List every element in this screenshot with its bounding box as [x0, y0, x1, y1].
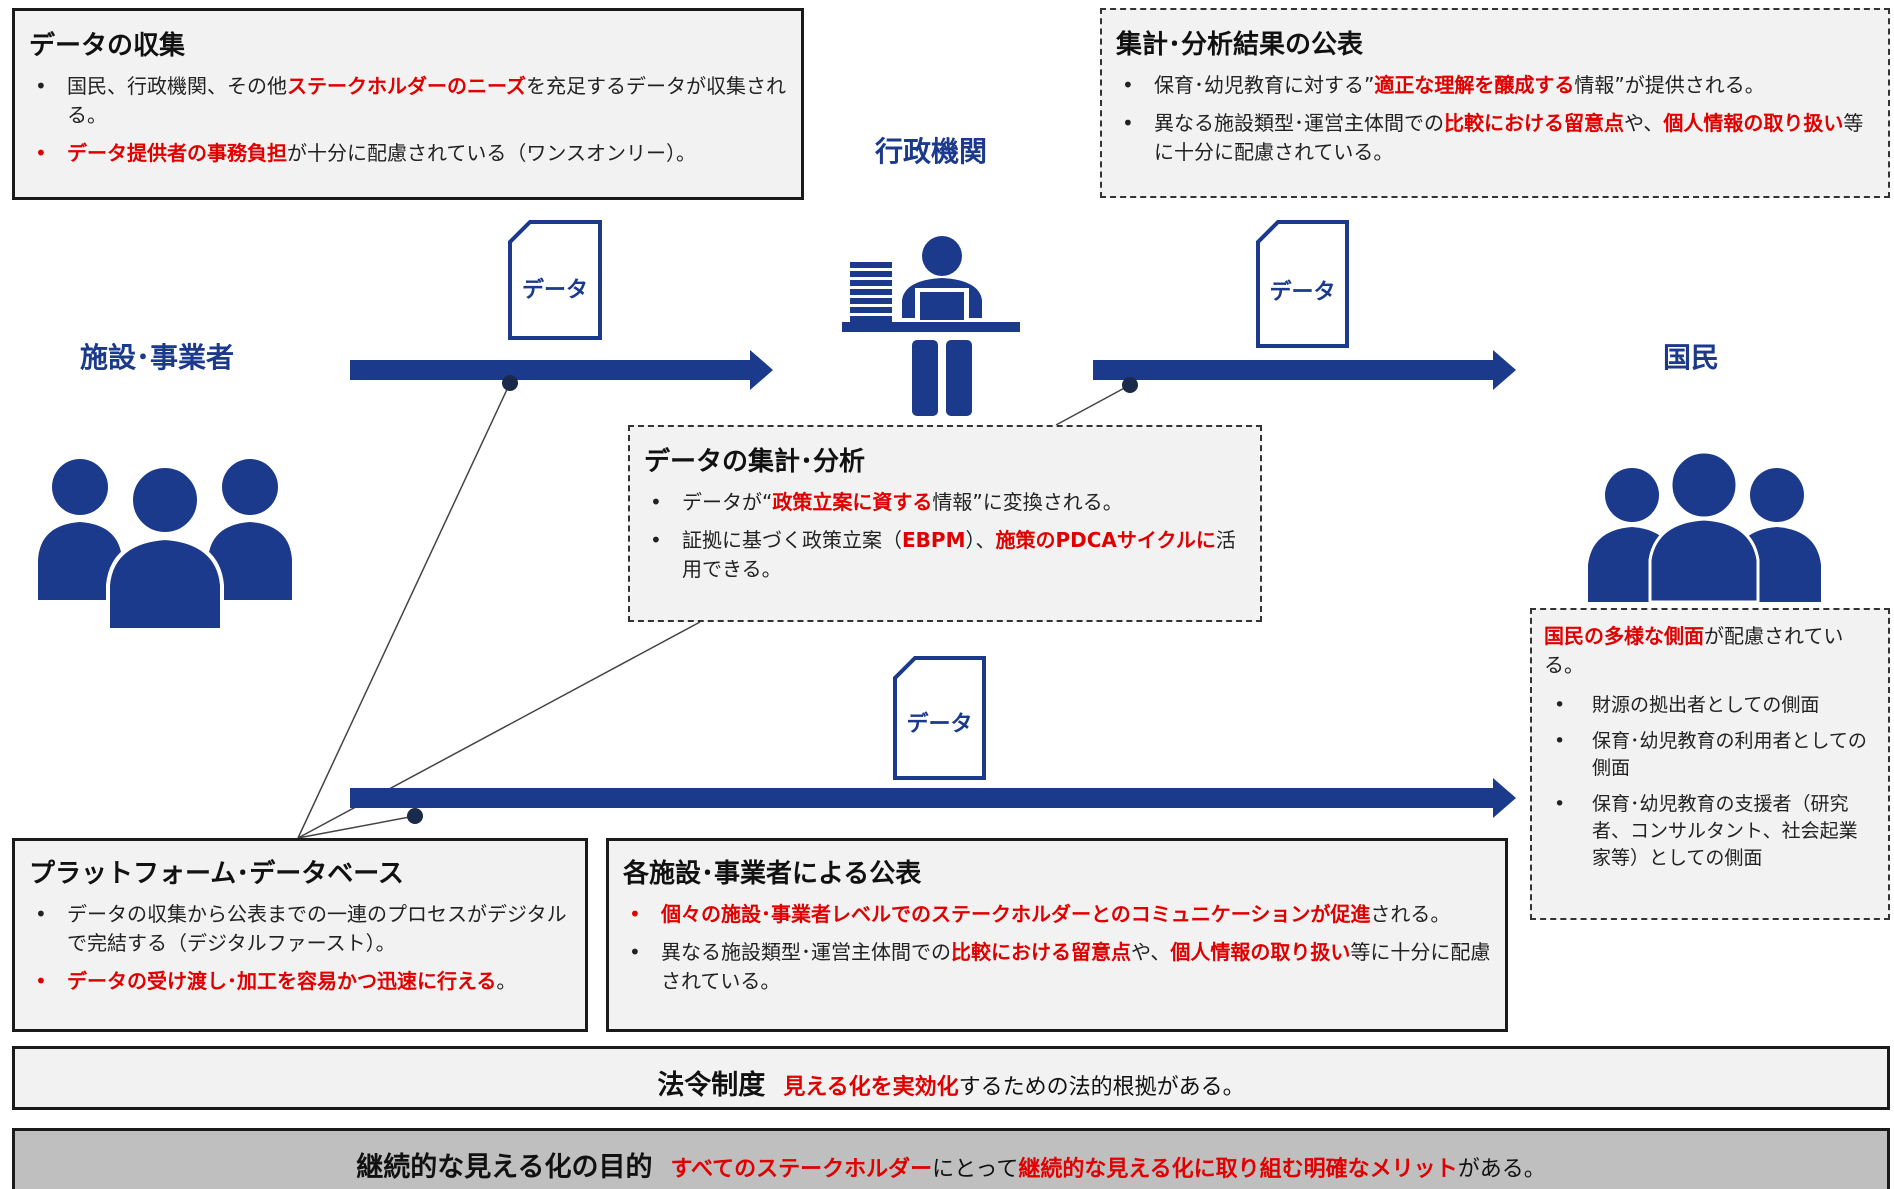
facility-publication-box: 各施設･事業者による公表 個々の施設･事業者レベルでのステークホルダーとのコミュ… — [606, 838, 1508, 1032]
publication-title: 集計･分析結果の公表 — [1116, 30, 1364, 60]
admin-worker-icon — [842, 236, 1020, 416]
anchor-dot — [1122, 377, 1138, 393]
platform-box: プラットフォーム･データベース データの収集から公表までの一連のプロセスがデジタ… — [12, 838, 588, 1032]
connector-line — [297, 815, 416, 839]
document-admin: データ — [1258, 222, 1347, 346]
platform-title: プラットフォーム･データベース — [29, 859, 404, 889]
public-intro: 国民の多様な側面が配慮されている。 — [1544, 624, 1844, 677]
publication-bullet-1: 保育･幼児教育に対する”適正な理解を醸成する情報”が提供される。 — [1116, 71, 1874, 100]
collection-title: データの収集 — [29, 31, 186, 61]
platform-bullet-2: データの受け渡し･加工を容易かつ迅速に行える。 — [29, 967, 571, 996]
anchor-dot — [502, 375, 518, 391]
purpose-bar: 継続的な見える化の目的すべてのステークホルダーにとって継続的な見える化に取り組む… — [12, 1128, 1890, 1189]
facility-people-icon — [38, 459, 292, 632]
anchor-dot — [407, 808, 423, 824]
actor-public: 国民 — [1663, 341, 1720, 374]
law-bar: 法令制度見える化を実効化するための法的根拠がある。 — [12, 1046, 1890, 1110]
analysis-title: データの集計･分析 — [644, 447, 866, 477]
actor-facility: 施設･事業者 — [80, 341, 235, 374]
collection-bullet-1: 国民、行政機関、その他ステークホルダーのニーズを充足するデータが収集される。 — [29, 72, 787, 130]
document-direct: データ — [895, 658, 984, 778]
facility-publication-bullet-2: 異なる施設類型･運営主体間での比較における留意点や、個人情報の取り扱い等に十分に… — [623, 938, 1491, 996]
facility-publication-bullet-1: 個々の施設･事業者レベルでのステークホルダーとのコミュニケーションが促進される。 — [623, 900, 1491, 929]
purpose-text: 継続的な見える化の目的すべてのステークホルダーにとって継続的な見える化に取り組む… — [356, 1152, 1546, 1183]
actor-admin: 行政機関 — [875, 135, 988, 168]
document-icon — [508, 220, 1349, 780]
arrow-facility-to-admin — [350, 350, 773, 390]
publication-bullet-2: 異なる施設類型･運営主体間での比較における留意点や、個人情報の取り扱い等に十分に… — [1116, 109, 1874, 167]
analysis-box: データの集計･分析 データが“政策立案に資する情報”に変換される。 証拠に基づく… — [628, 425, 1262, 622]
document-label: データ — [906, 712, 973, 737]
arrow-admin-to-public — [1093, 350, 1516, 390]
public-people-icon — [1588, 450, 1821, 604]
publication-box: 集計･分析結果の公表 保育･幼児教育に対する”適正な理解を醸成する情報”が提供さ… — [1100, 8, 1890, 198]
arrow-facility-to-public — [350, 778, 1516, 818]
public-item: 保育･幼児教育の支援者（研究者、コンサルタント、社会起業家等）としての側面 — [1544, 791, 1874, 872]
document-label: データ — [521, 278, 588, 303]
document-label: データ — [1269, 280, 1336, 305]
collection-box: データの収集 国民、行政機関、その他ステークホルダーのニーズを充足するデータが収… — [12, 8, 804, 200]
public-box: 国民の多様な側面が配慮されている。 財源の拠出者としての側面 保育･幼児教育の利… — [1530, 608, 1890, 920]
analysis-bullet-1: データが“政策立案に資する情報”に変換される。 — [644, 488, 1246, 517]
public-item: 財源の拠出者としての側面 — [1544, 692, 1874, 719]
public-item: 保育･幼児教育の利用者としての側面 — [1544, 728, 1874, 782]
connector-line — [297, 382, 511, 839]
connector-line — [1055, 384, 1131, 426]
platform-bullet-1: データの収集から公表までの一連のプロセスがデジタルで完結する（デジタルファースト… — [29, 900, 571, 958]
collection-bullet-2: データ提供者の事務負担が十分に配慮されている（ワンスオンリー）。 — [29, 139, 787, 168]
analysis-bullet-2: 証拠に基づく政策立案（EBPM）、施策のPDCAサイクルに活用できる。 — [644, 526, 1246, 584]
document-facility: データ — [510, 222, 600, 338]
facility-publication-title: 各施設･事業者による公表 — [623, 859, 922, 889]
law-text: 法令制度見える化を実効化するための法的根拠がある。 — [657, 1070, 1245, 1101]
